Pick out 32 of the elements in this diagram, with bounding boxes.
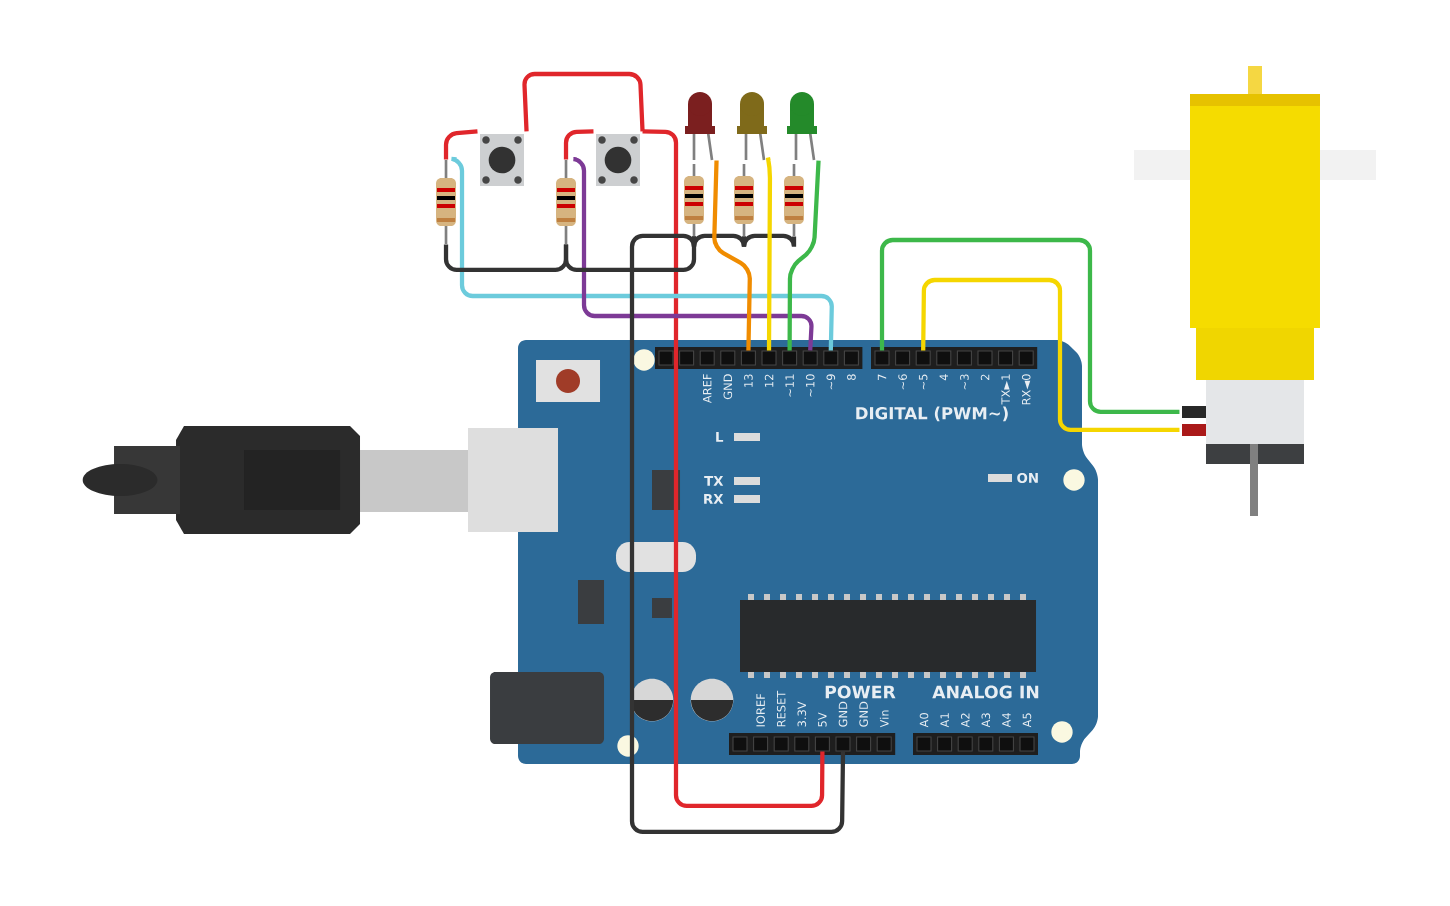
header-pin: [679, 350, 695, 366]
wire: [563, 129, 594, 160]
wire: [879, 237, 1180, 415]
board-label: POWER: [825, 685, 896, 699]
board-label: ANALOG IN: [932, 685, 1039, 699]
led: [787, 92, 817, 162]
resistor: [684, 164, 704, 236]
header-pin: [658, 350, 674, 366]
push-button: [480, 134, 524, 186]
wire: [741, 233, 797, 249]
wire: [787, 160, 821, 351]
led: [737, 92, 767, 162]
wire: [443, 129, 478, 160]
wire: [571, 157, 814, 351]
wire: [522, 71, 645, 132]
push-button: [596, 134, 640, 186]
wire: [691, 233, 747, 249]
resistor: [436, 160, 456, 244]
resistor: [734, 164, 754, 236]
resistor: [556, 160, 576, 244]
resistor: [784, 164, 804, 236]
wire: [712, 160, 752, 351]
wire: [921, 277, 1180, 433]
led: [685, 92, 715, 162]
wire: [629, 233, 846, 835]
dc-motor: [1134, 66, 1376, 516]
header-pin: [732, 736, 748, 752]
wire: [443, 244, 569, 273]
board-label: DIGITAL (PWM~): [856, 406, 1008, 422]
wire: [449, 156, 834, 351]
wire: [765, 155, 773, 351]
wire: [642, 129, 825, 809]
